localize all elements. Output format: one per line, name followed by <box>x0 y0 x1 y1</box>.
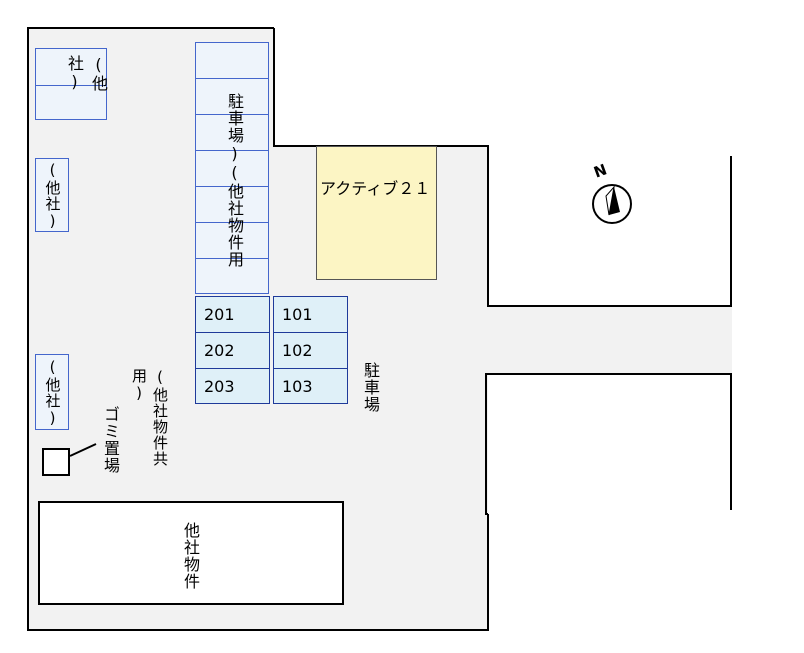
other-property-label: 他社物件 <box>181 522 200 590</box>
garbage-note: (他社物件共用) <box>130 368 169 467</box>
parking-suffix-label: 駐車場) <box>225 92 244 164</box>
road-ground <box>486 306 732 374</box>
compass: N <box>584 160 644 230</box>
parking-label: 駐車場 <box>361 361 380 413</box>
unit-parking-right: 101 102 103 <box>273 296 348 404</box>
building-active21 <box>316 146 437 280</box>
unit-cell: 202 <box>195 332 270 369</box>
garbage-box <box>42 448 70 476</box>
unit-cell: 203 <box>195 368 270 404</box>
unit-parking-left: 201 202 203 <box>195 296 270 404</box>
building-name: アクティブ２１ <box>320 179 431 198</box>
other-company-parking-top: (他 社) <box>35 48 108 120</box>
unit-cell: 101 <box>273 296 348 333</box>
garbage-label: ゴミ置場 <box>101 406 120 474</box>
other-company-slot-middle: (他社) <box>35 158 69 232</box>
unit-cell: 102 <box>273 332 348 369</box>
other-company-label: (他 社) <box>65 55 108 92</box>
other-company-label: (他社) <box>43 358 62 428</box>
other-company-shared-parking: 駐車場) (他社物件用 <box>195 42 269 294</box>
unit-number: 202 <box>204 341 235 360</box>
other-company-label: (他社) <box>43 161 62 231</box>
other-company-shared-label: (他社物件用 <box>225 162 244 268</box>
other-property: 他社物件 <box>38 501 344 605</box>
compass-icon <box>592 184 632 224</box>
unit-cell: 201 <box>195 296 270 333</box>
other-company-slot-lower: (他社) <box>35 354 69 430</box>
unit-number: 101 <box>282 305 313 324</box>
unit-number: 203 <box>204 376 235 396</box>
unit-cell: 103 <box>273 368 348 404</box>
unit-number: 102 <box>282 341 313 360</box>
unit-number: 103 <box>282 376 313 396</box>
unit-number: 201 <box>204 305 235 324</box>
